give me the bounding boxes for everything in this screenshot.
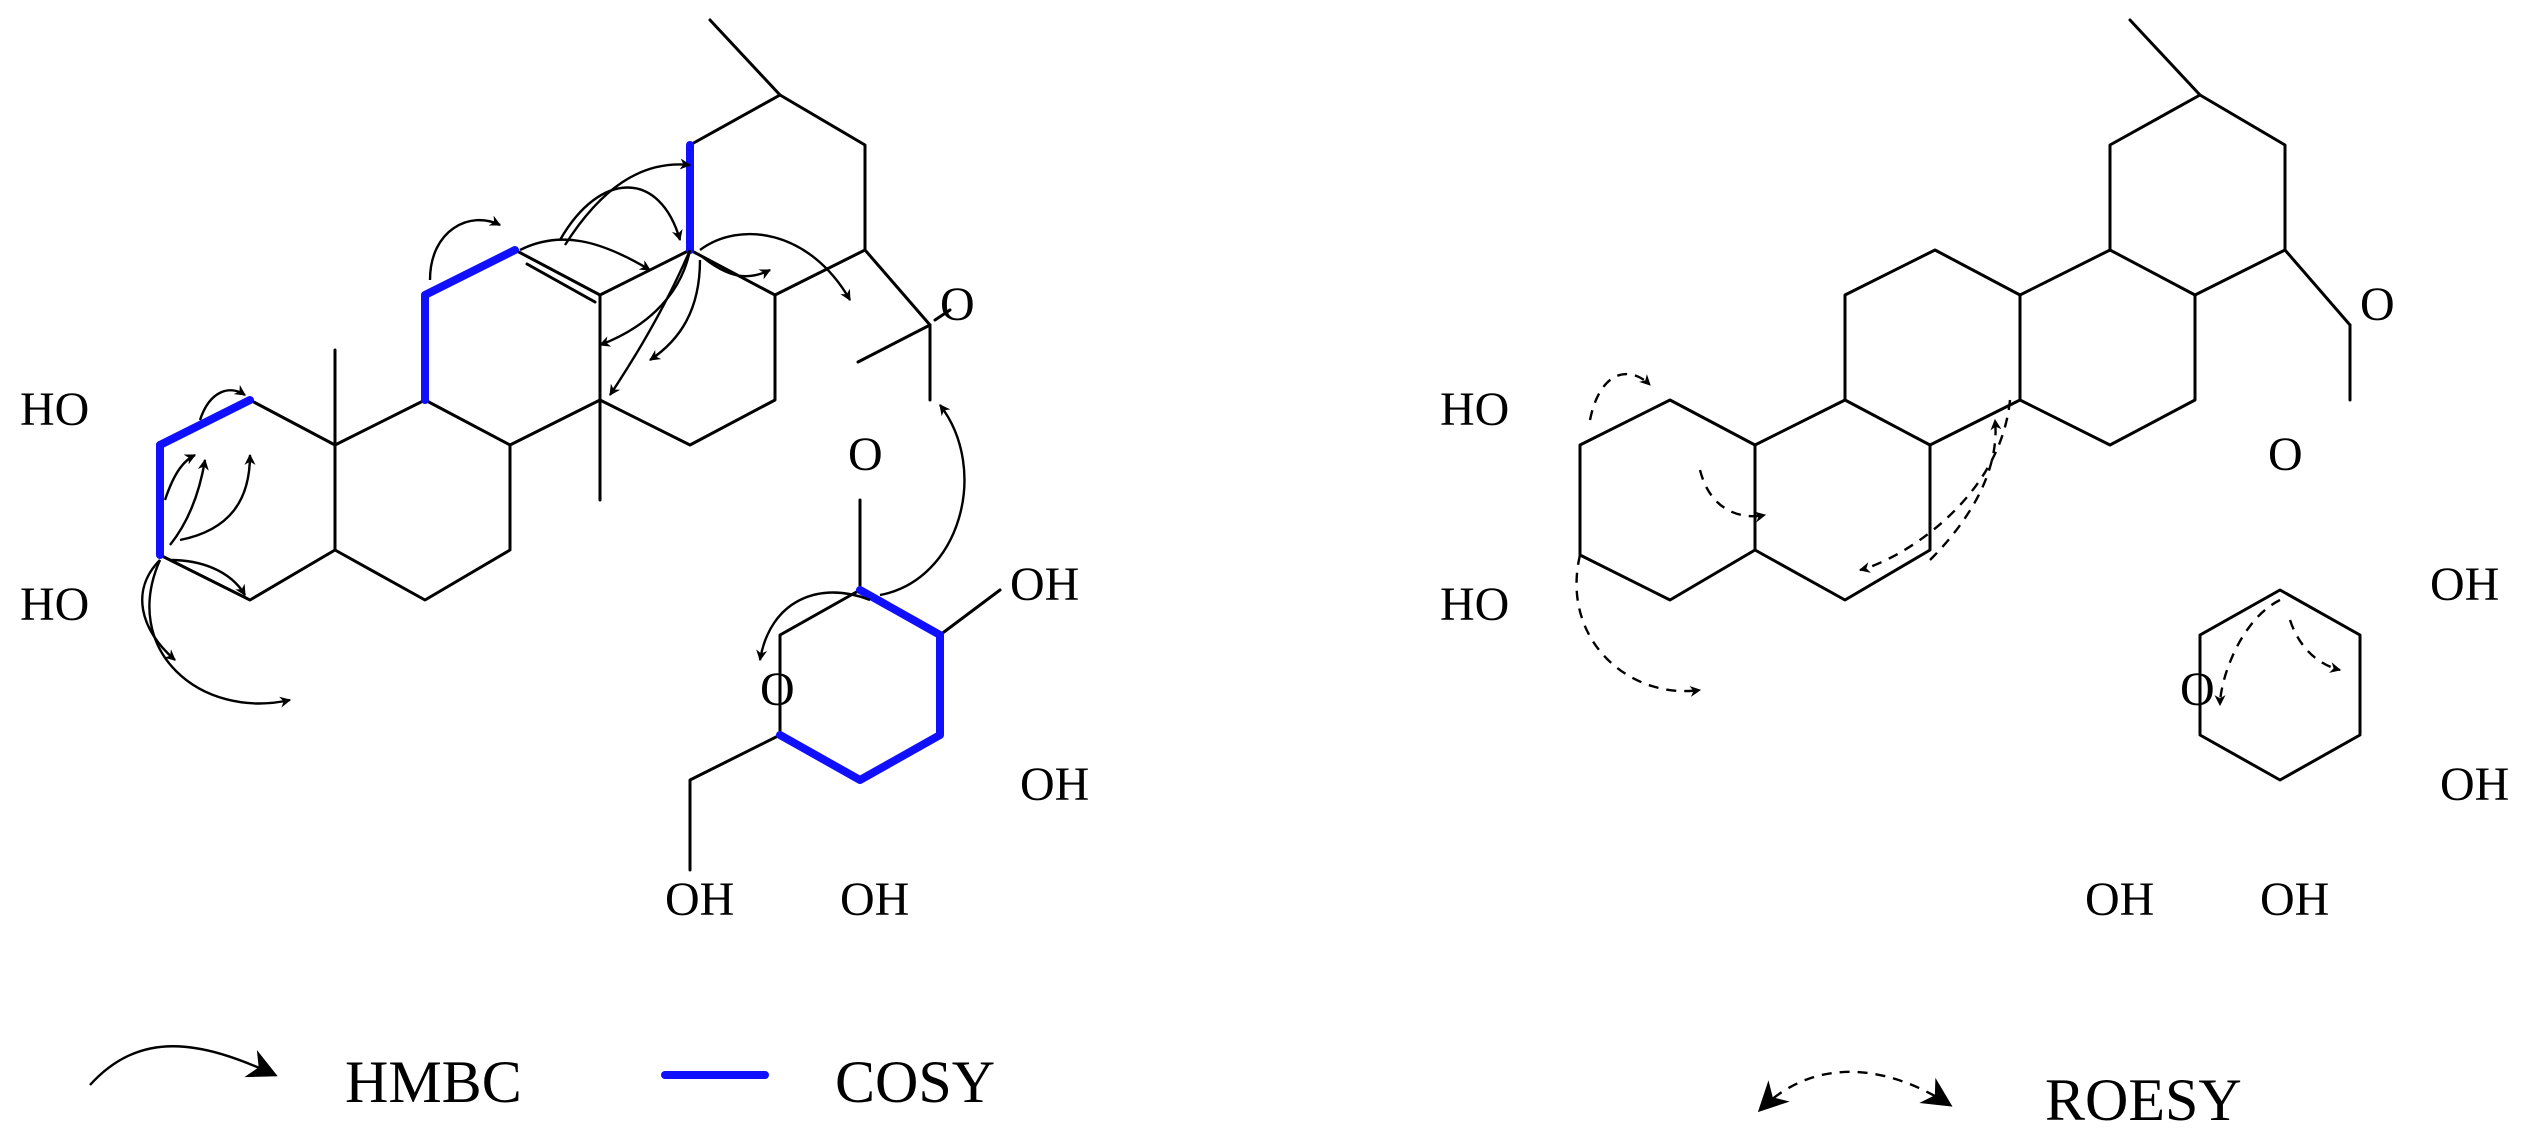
- right-label-ho-2: HO: [1440, 578, 1509, 631]
- right-roesy-arrows: [1575, 372, 2342, 707]
- right-label-oh-6p: OH: [2085, 873, 2154, 926]
- right-atom-labels: HO HO OH OH OH OH O O O: [1440, 278, 2509, 926]
- left-label-oh-4p: OH: [840, 873, 909, 926]
- legend: HMBC COSY ROESY: [89, 1045, 2242, 1133]
- legend-cosy-label: COSY: [835, 1049, 995, 1115]
- left-label-oh-2p: OH: [1010, 558, 1079, 611]
- left-hmbc-arrows: [141, 158, 966, 708]
- right-label-oh-2p: OH: [2430, 558, 2499, 611]
- right-label-ring-o: O: [2180, 663, 2215, 716]
- legend-roesy-label: ROESY: [2045, 1067, 2242, 1133]
- right-label-oh-4p: OH: [2260, 873, 2329, 926]
- legend-cosy: COSY: [661, 1049, 995, 1115]
- right-label-carbonyl-o: O: [2360, 278, 2395, 331]
- right-structure-roesy: HO HO OH OH OH OH O O O: [1440, 18, 2509, 926]
- legend-hmbc: HMBC: [89, 1045, 522, 1115]
- left-label-oh-6p: OH: [665, 873, 734, 926]
- legend-hmbc-label: HMBC: [345, 1049, 522, 1115]
- left-label-ho-3: HO: [20, 383, 89, 436]
- legend-hmbc-arrow: [89, 1045, 278, 1086]
- left-skeleton-bonds: [158, 18, 1002, 872]
- left-label-ho-2: HO: [20, 578, 89, 631]
- left-label-oh-3p: OH: [1020, 758, 1089, 811]
- left-structure-hmbc-cosy: HO HO OH OH OH OH O O O: [20, 18, 1089, 926]
- left-label-ring-o: O: [760, 663, 795, 716]
- left-label-ester-o: O: [848, 428, 883, 481]
- legend-roesy: ROESY: [1757, 1067, 2242, 1133]
- right-skeleton-bonds: [1578, 18, 2362, 782]
- right-label-ester-o: O: [2268, 428, 2303, 481]
- left-label-carbonyl-o: O: [940, 278, 975, 331]
- left-atom-labels: HO HO OH OH OH OH O O O: [20, 278, 1089, 926]
- right-label-oh-3p: OH: [2440, 758, 2509, 811]
- right-label-ho-3: HO: [1440, 383, 1509, 436]
- legend-roesy-arrow: [1757, 1070, 1953, 1113]
